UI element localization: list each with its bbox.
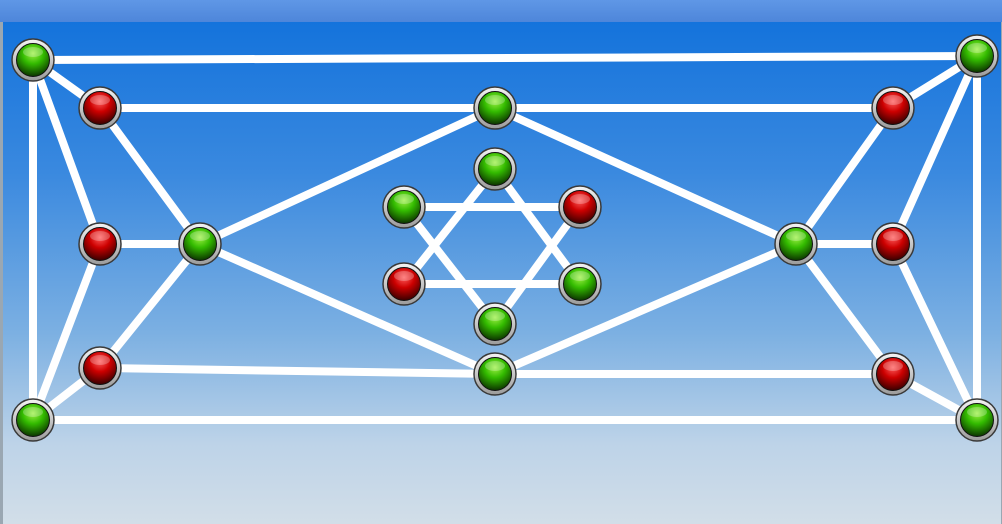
- edge-n18-n15: [491, 165, 584, 288]
- node-green-n15[interactable]: [473, 147, 517, 191]
- node-green-n4[interactable]: [955, 398, 999, 442]
- edge-n20-n17: [400, 203, 499, 328]
- node-red-n9[interactable]: [871, 222, 915, 266]
- board-canvas: [11, 34, 999, 442]
- edge-n15-n19: [400, 165, 499, 288]
- node-green-n3[interactable]: [11, 398, 55, 442]
- node-red-n7[interactable]: [78, 346, 122, 390]
- edge-n4-n9: [889, 240, 981, 424]
- game-board: [0, 22, 1002, 524]
- node-red-n19[interactable]: [382, 262, 426, 306]
- node-green-n18[interactable]: [558, 262, 602, 306]
- node-green-n12[interactable]: [774, 222, 818, 266]
- node-green-n1[interactable]: [11, 38, 55, 82]
- edge-n6-n1: [29, 56, 104, 248]
- node-red-n6[interactable]: [78, 222, 122, 266]
- node-green-n2[interactable]: [955, 34, 999, 78]
- edge-n11-n13: [196, 104, 499, 248]
- edge-n8-n12: [792, 104, 897, 248]
- node-red-n16[interactable]: [558, 185, 602, 229]
- edge-n14-n11: [196, 240, 499, 378]
- edge-n12-n10: [792, 240, 897, 378]
- node-green-n14[interactable]: [473, 352, 517, 396]
- window-title-bar: [0, 0, 1002, 22]
- edge-n12-n14: [491, 240, 800, 378]
- node-red-n10[interactable]: [871, 352, 915, 396]
- node-green-n13[interactable]: [473, 86, 517, 130]
- edge-n13-n12: [491, 104, 800, 248]
- edge-n5-n11: [96, 104, 204, 248]
- node-red-n8[interactable]: [871, 86, 915, 130]
- edge-n11-n7: [96, 240, 204, 372]
- edge-n9-n2: [889, 52, 981, 248]
- node-green-n20[interactable]: [473, 302, 517, 346]
- node-green-n11[interactable]: [178, 222, 222, 266]
- edge-n7-n14: [96, 364, 499, 378]
- node-red-n5[interactable]: [78, 86, 122, 130]
- node-green-n17[interactable]: [382, 185, 426, 229]
- edge-n1-n2: [29, 52, 981, 64]
- edge-n3-n6: [29, 240, 104, 424]
- edge-n16-n20: [491, 203, 584, 328]
